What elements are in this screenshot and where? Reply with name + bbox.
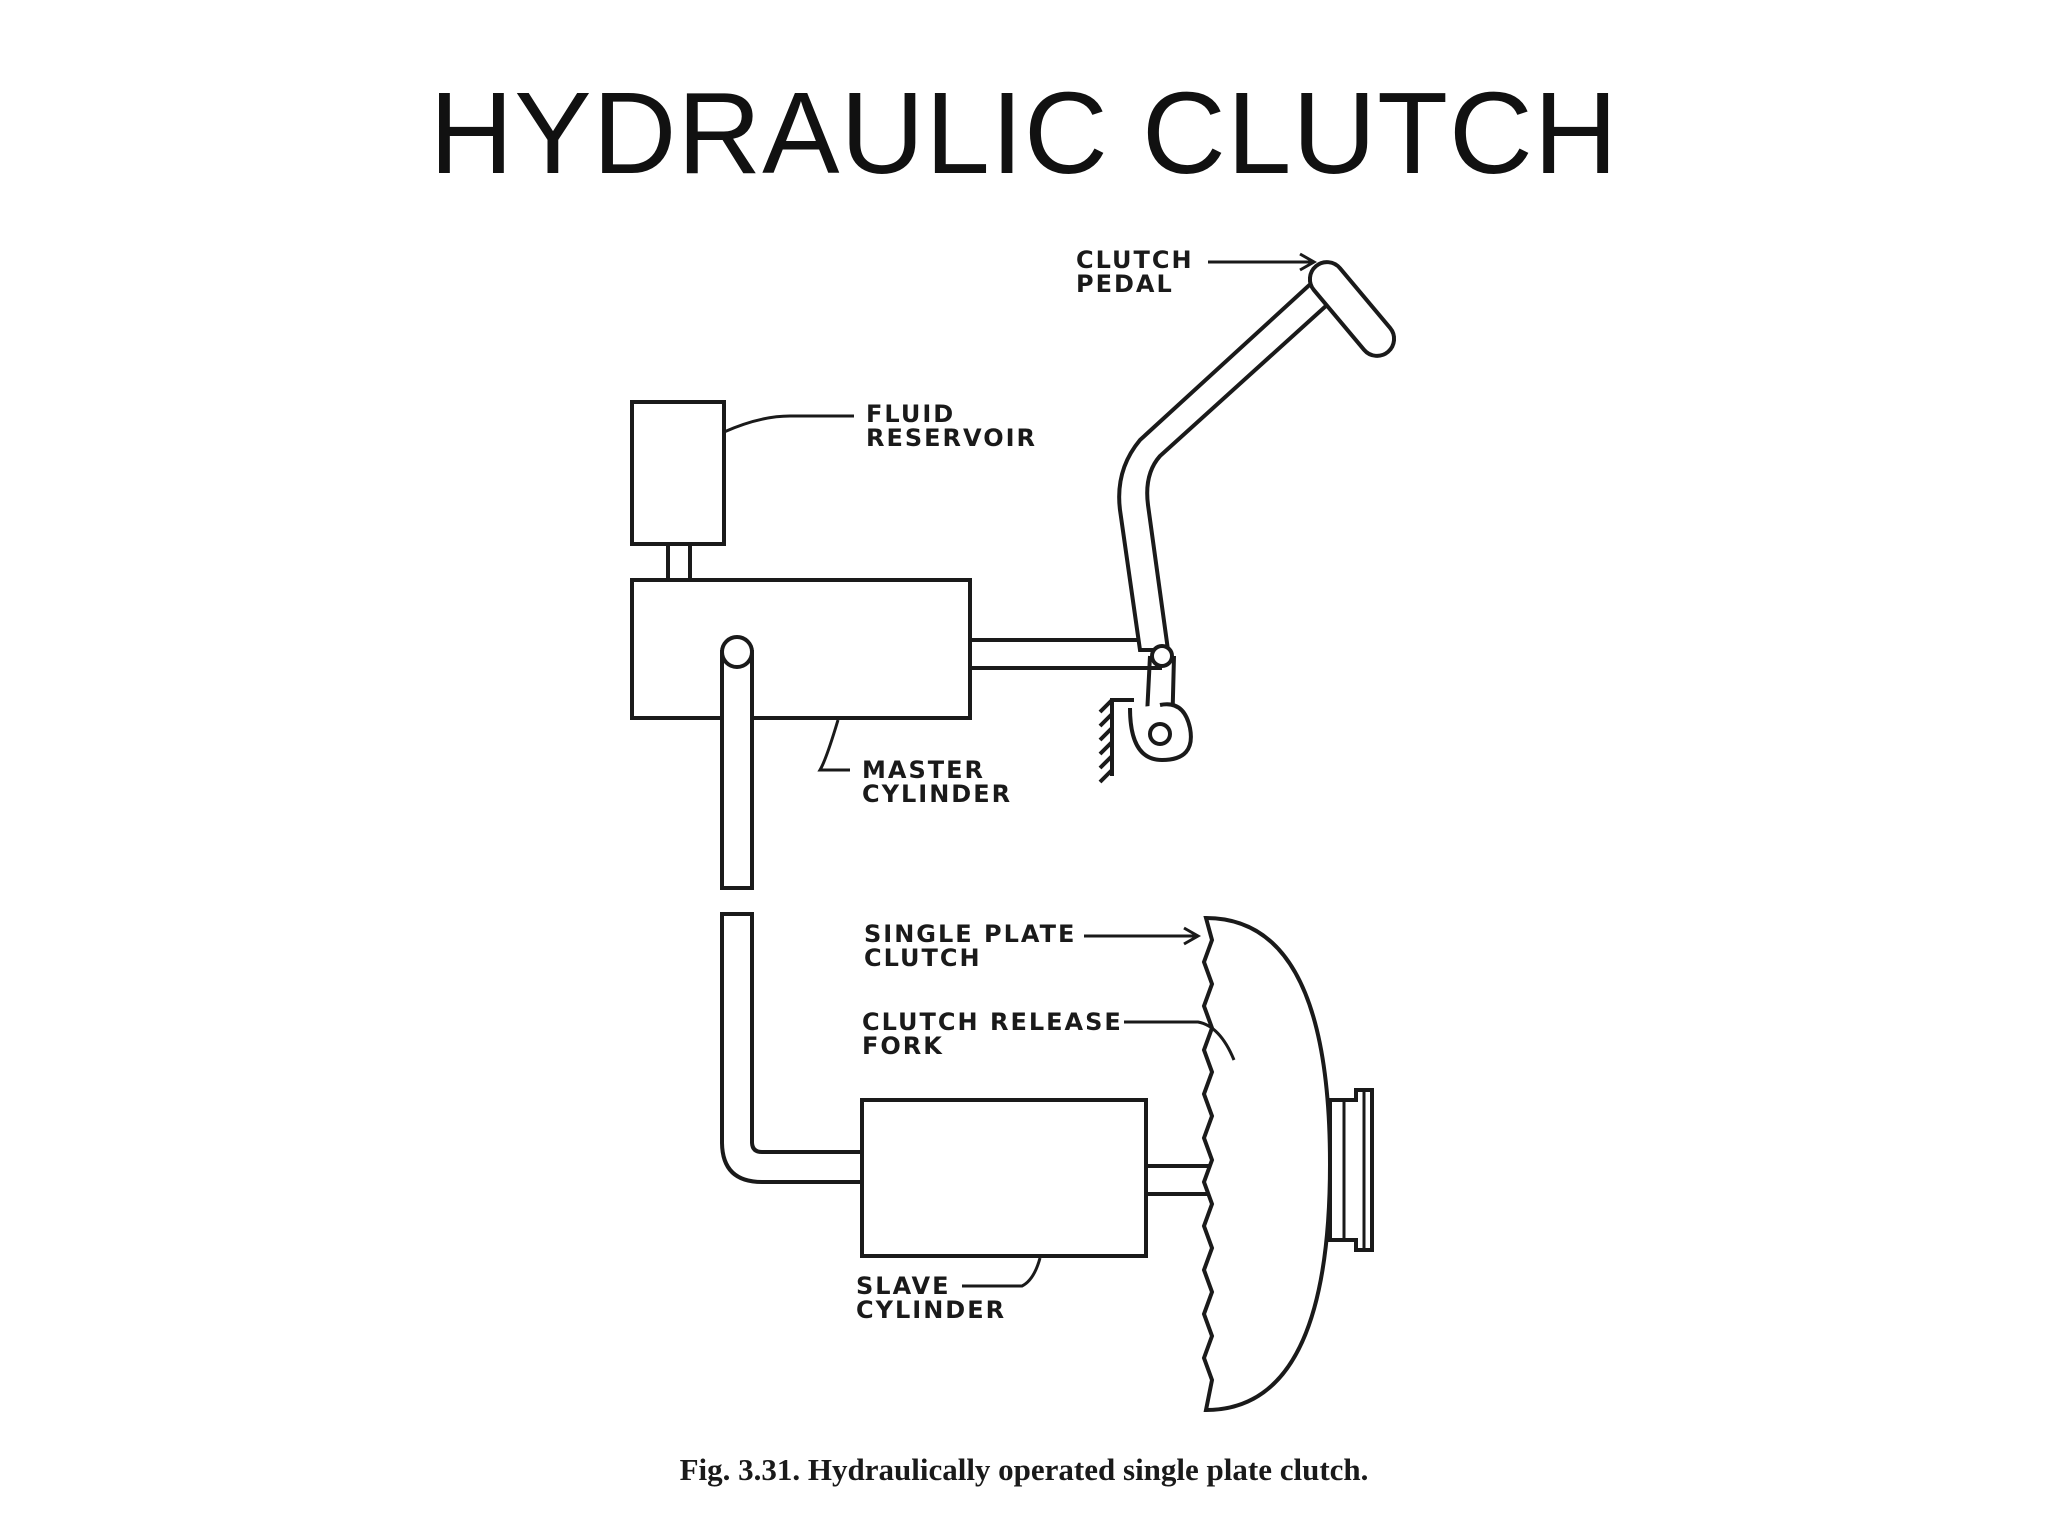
pipe-lower [720, 912, 864, 1184]
label-clutch-pedal-line1: CLUTCH [1076, 246, 1194, 274]
label-master-cylinder-line1: MASTER [862, 756, 985, 784]
leader-master-cylinder [817, 719, 850, 772]
pedal-lower-pivot [1148, 722, 1172, 746]
pedal-upper-pivot [1150, 644, 1174, 668]
label-fluid-reservoir-line2: RESERVOIR [866, 424, 1037, 452]
master-cylinder [630, 578, 972, 720]
pedal-ground [1098, 698, 1114, 784]
pipe-outlet [720, 635, 754, 669]
master-push-rod [970, 638, 1162, 670]
label-release-fork-line2: FORK [862, 1032, 944, 1060]
label-clutch-pedal-line2: PEDAL [1076, 270, 1174, 298]
single-plate-clutch [1201, 915, 1333, 1413]
figure-caption: Fig. 3.31. Hydraulically operated single… [680, 1452, 1369, 1487]
leader-release-fork [1124, 1020, 1236, 1061]
slide-title: HYDRAULIC CLUTCH [429, 68, 1619, 198]
leader-clutch-pedal [1208, 252, 1318, 272]
leader-single-plate-clutch [1084, 926, 1202, 946]
reservoir-neck [666, 542, 692, 582]
clutch-pedal-pad [1307, 260, 1397, 358]
leader-fluid-reservoir [723, 414, 854, 434]
clutch-pedal-arm [1117, 265, 1351, 652]
hub-ridges [1342, 1090, 1366, 1250]
slave-cylinder [860, 1098, 1148, 1258]
clutch-shaft-hub [1328, 1088, 1374, 1252]
label-release-fork-line1: CLUTCH RELEASE [862, 1008, 1123, 1036]
label-single-plate-clutch-line1: SINGLE PLATE [864, 920, 1076, 948]
label-slave-cylinder-line1: SLAVE [856, 1272, 951, 1300]
label-single-plate-clutch-line2: CLUTCH [864, 944, 982, 972]
pipe-upper [720, 650, 754, 890]
label-slave-cylinder-line2: CYLINDER [856, 1296, 1006, 1324]
label-fluid-reservoir-line1: FLUID [866, 400, 955, 428]
fluid-reservoir [630, 400, 726, 546]
leader-slave-cylinder [962, 1257, 1042, 1288]
label-master-cylinder-line2: CYLINDER [862, 780, 1012, 808]
